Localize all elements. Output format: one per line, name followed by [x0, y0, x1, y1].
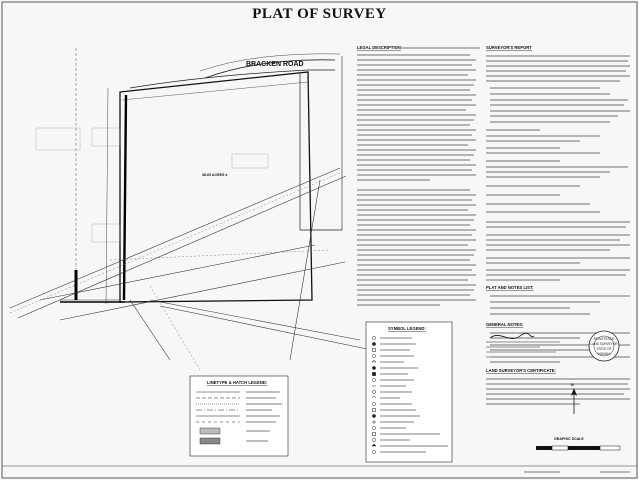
- general-notes-title: GENERAL NOTES:: [486, 322, 523, 327]
- north-arrow-icon: N: [571, 383, 577, 414]
- east-offset-line: [299, 74, 342, 231]
- legal-description-block: LEGAL DESCRIPTION: [357, 45, 480, 306]
- surveyor-seal: REGISTERED LAND SURVEYOR STATE OF INDIAN…: [588, 330, 620, 362]
- scale-segment-1: [536, 446, 552, 450]
- plat-notes-text: [490, 295, 630, 315]
- certificate-text: [486, 378, 630, 405]
- symbol-legend: SYMBOL LEGEND:: [365, 321, 453, 463]
- surveyor-signature: [489, 332, 535, 339]
- linetype-samples: [196, 391, 240, 423]
- legal-description-title: LEGAL DESCRIPTION: [357, 45, 401, 50]
- plat-drawing: BRACKEN ROAD: [9, 48, 373, 371]
- parcel-area: 38.65 ACRES ±: [202, 173, 227, 177]
- graphic-scale-label: GRAPHIC SCALE: [554, 437, 584, 441]
- row-line: [121, 81, 309, 101]
- utility-lines: [9, 171, 343, 371]
- road-label: BRACKEN ROAD: [246, 61, 304, 68]
- west-boundary-heavy: [122, 94, 128, 301]
- surveyors-report-title: SURVEYOR'S REPORT: [486, 45, 532, 50]
- surveyor-signature-block: REGISTERED LAND SURVEYOR STATE OF INDIAN…: [486, 330, 620, 362]
- seal-line-3: STATE OF: [596, 347, 611, 351]
- plat-notes-title: PLAT AND NOTES LIST:: [486, 285, 533, 290]
- seal-line-4: INDIANA: [598, 352, 612, 356]
- surveyor-name-lines: [486, 346, 556, 358]
- graphic-scale: GRAPHIC SCALE: [536, 437, 621, 451]
- road-north-edge: [199, 53, 341, 72]
- parcel-boundary: [119, 71, 313, 303]
- easement-lines: [9, 167, 373, 361]
- symbol-legend-title: SYMBOL LEGEND:: [388, 326, 426, 331]
- road-centerline: [204, 59, 336, 79]
- hatch-sample-1: [199, 427, 221, 435]
- svg-text:N: N: [571, 383, 574, 387]
- symbol-rows: [371, 336, 448, 454]
- scale-segment-4: [599, 445, 621, 451]
- linetype-legend-title: LINETYPE & HATCH LEGEND:: [207, 380, 267, 385]
- surveyors-report-text: [486, 55, 630, 281]
- scale-segment-3: [568, 446, 600, 450]
- road-south-edge: [129, 69, 335, 89]
- drawing-annotations: [35, 127, 269, 243]
- west-adjoiner-line: [105, 87, 109, 305]
- linetype-legend-text: [246, 391, 282, 442]
- hatch-sample-2: [199, 437, 221, 445]
- scale-segment-2: [551, 445, 569, 451]
- page-title: PLAT OF SURVEY: [252, 6, 387, 22]
- seal-line-1: REGISTERED: [594, 337, 615, 341]
- legal-description-text: [357, 47, 480, 306]
- seal-line-2: LAND SURVEYOR: [590, 342, 618, 346]
- land-surveyor-certificate-title: LAND SURVEYOR'S CERTIFICATE:: [486, 368, 556, 373]
- linetype-legend: LINETYPE & HATCH LEGEND:: [189, 375, 289, 457]
